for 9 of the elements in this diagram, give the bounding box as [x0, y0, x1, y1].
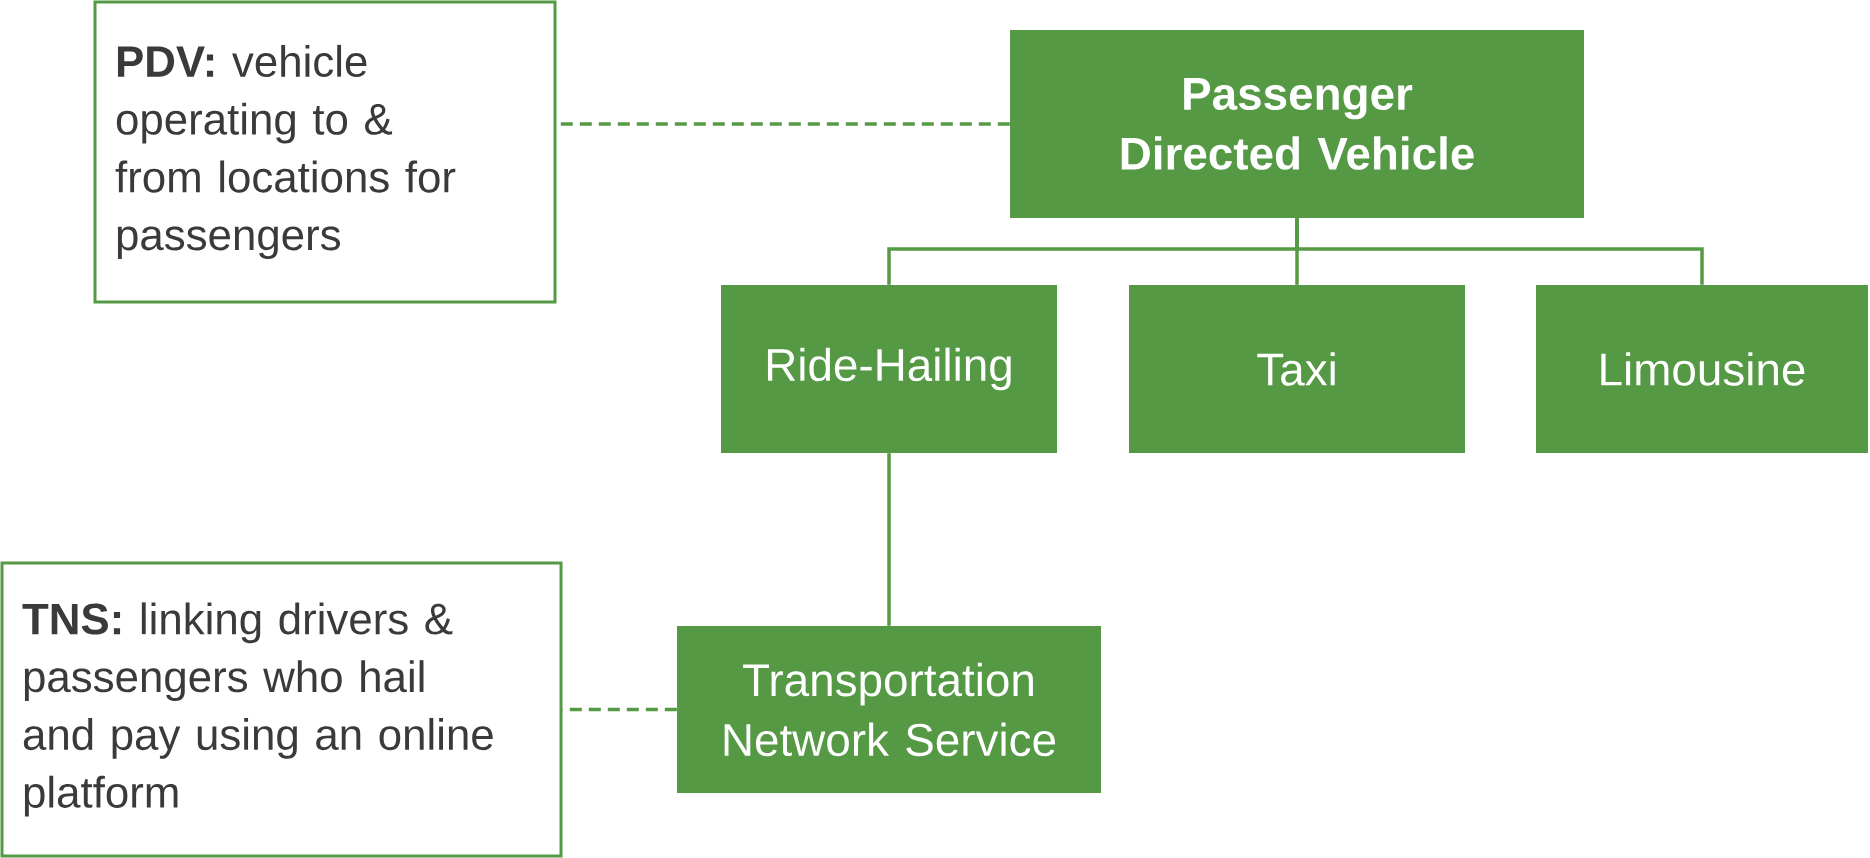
category-box: Ride-Hailing	[721, 285, 1057, 453]
category-box: Passenger Directed Vehicle	[1010, 30, 1584, 218]
category-box: Transportation Network Service	[677, 626, 1101, 793]
category-box: Taxi	[1129, 285, 1465, 453]
tree-line	[887, 453, 891, 626]
category-box: Limousine	[1536, 285, 1868, 453]
definition-box: TNS: linking drivers & passengers who hail and pay using an online platform	[0, 561, 563, 858]
tree-line	[1295, 218, 1704, 285]
definition-box: PDV: vehicle operating to & from locations for passengers	[93, 0, 557, 304]
